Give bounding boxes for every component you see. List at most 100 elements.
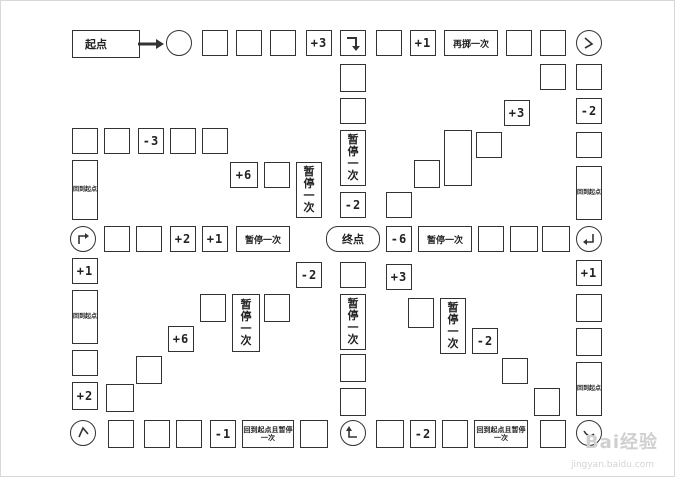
minus6-cell[interactable]: -6 [386,226,412,252]
board-cell[interactable] [376,420,404,448]
board-cell[interactable] [414,160,440,188]
pause-once-cell[interactable]: 暂停一次 [440,298,466,354]
corner-turn-down-cell[interactable] [340,30,366,56]
plus2-cell[interactable]: +2 [170,226,196,252]
turn-down-arrow-icon [347,37,360,51]
board-cell[interactable] [540,30,566,56]
corner-turn-circle[interactable] [576,226,602,252]
instruction-cell[interactable]: 回到起点 [72,290,98,344]
board-cell[interactable] [202,30,228,56]
start-cell[interactable]: 起点 [72,30,140,58]
watermark-logo: Bai经验 [584,432,658,453]
board-cell[interactable] [176,420,202,448]
board-cell[interactable] [104,128,130,154]
plus6-cell[interactable]: +6 [230,162,258,188]
plus3-cell[interactable]: +3 [306,30,332,56]
corner-turn-circle[interactable] [576,30,602,56]
corner-turn-circle[interactable] [340,420,366,446]
board-cell[interactable] [264,294,290,322]
plus6-cell[interactable]: +6 [168,326,194,352]
minus2-cell[interactable]: -2 [410,420,436,448]
board-cell[interactable] [576,64,602,90]
vertical-char: 暂 [447,301,459,314]
corner-turn-circle[interactable] [70,420,96,446]
board-cell[interactable] [136,226,162,252]
instruction-cell[interactable]: 回到起点 [576,166,602,220]
board-cell[interactable] [542,226,570,252]
board-cell[interactable] [540,420,566,448]
board-cell[interactable] [106,384,134,412]
board-cell[interactable] [170,128,196,154]
plus1-cell[interactable]: +1 [576,260,602,286]
minus3-cell[interactable]: -3 [138,128,164,154]
start-position-circle[interactable] [166,30,192,56]
vertical-char: 停 [347,145,359,158]
board-cell[interactable] [478,226,504,252]
board-cell[interactable] [104,226,130,252]
board-cell[interactable] [444,130,472,186]
minus2-cell[interactable]: -2 [340,192,366,218]
board-cell[interactable] [300,420,328,448]
minus2-cell[interactable]: -2 [576,98,602,124]
instruction-cell[interactable]: 回到起点 [576,362,602,416]
plus2-cell[interactable]: +2 [72,382,98,410]
curved-arrow-icon [78,426,89,438]
board-cell[interactable] [72,128,98,154]
board-cell[interactable] [408,298,434,328]
board-cell[interactable] [340,262,366,288]
board-cell[interactable] [340,388,366,416]
board-cell[interactable] [270,30,296,56]
board-cell[interactable] [576,294,602,322]
board-cell[interactable] [264,162,290,188]
corner-turn-circle[interactable] [576,420,602,446]
board-cell[interactable] [510,226,538,252]
board-cell[interactable] [340,98,366,124]
board-cell[interactable] [108,420,134,448]
board-cell[interactable] [340,354,366,382]
board-cell[interactable] [136,356,162,384]
board-cell[interactable] [376,30,402,56]
board-cell[interactable] [236,30,262,56]
back-to-start-cell[interactable]: 回到起点且暂停一次 [242,420,294,448]
plus1-cell[interactable]: +1 [410,30,436,56]
back-to-start-cell[interactable]: 回到起点且暂停一次 [474,420,528,448]
board-cell[interactable] [340,64,366,92]
board-cell[interactable] [202,128,228,154]
plus3-cell[interactable]: +3 [504,100,530,126]
minus2-cell[interactable]: -2 [296,262,322,288]
pause-once-cell[interactable]: 暂停一次 [418,226,472,252]
board-cell[interactable] [502,358,528,384]
plus1-cell[interactable]: +1 [202,226,228,252]
board-cell[interactable] [476,132,502,158]
board-cell[interactable] [442,420,468,448]
instruction-cell[interactable]: 回到起点 [72,160,98,220]
pause-once-cell[interactable]: 暂停一次 [296,162,322,218]
board-cell[interactable] [200,294,226,322]
board-cell[interactable] [576,132,602,158]
vertical-char: 停 [240,310,252,323]
minus2-cell[interactable]: -2 [472,328,498,354]
vertical-char: 停 [303,177,315,190]
plus3-cell[interactable]: +3 [386,264,412,290]
vertical-char: 暂 [347,133,359,146]
pause-once-cell[interactable]: 暂停一次 [340,294,366,350]
pause-once-cell[interactable]: 暂停一次 [236,226,290,252]
roll-again-cell[interactable]: 再掷一次 [444,30,498,56]
corner-turn-circle[interactable] [70,226,96,252]
board-cell[interactable] [386,192,412,218]
board-cell[interactable] [576,328,602,356]
plus1-cell[interactable]: +1 [72,258,98,284]
turn-right-arrow-icon [78,233,89,244]
pause-once-cell[interactable]: 暂停一次 [340,130,366,186]
board-cell[interactable] [534,388,560,416]
board-cell[interactable] [144,420,170,448]
board-cell[interactable] [506,30,532,56]
minus1-cell[interactable]: -1 [210,420,236,448]
finish-cell[interactable]: 终点 [326,226,380,252]
board-cell[interactable] [540,64,566,90]
vertical-char: 暂 [240,298,252,311]
turn-up-arrow-icon [346,426,357,438]
pause-once-cell[interactable]: 暂停一次 [232,294,260,352]
board-cell[interactable] [72,350,98,376]
curved-arrow-icon [583,430,595,437]
